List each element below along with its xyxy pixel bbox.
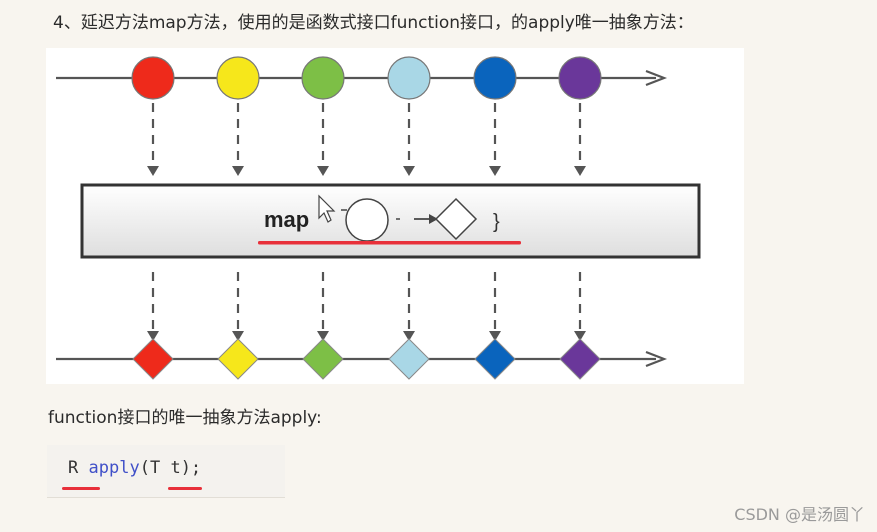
operator-closing-brace: } bbox=[493, 211, 500, 233]
map-marble-diagram: map } bbox=[46, 48, 744, 384]
section-heading: 4、延迟方法map方法，使用的是函数式接口function接口，的apply唯一… bbox=[53, 13, 694, 33]
source-timeline-arrow-icon bbox=[645, 69, 668, 87]
source-marble-circle-icon bbox=[473, 56, 517, 100]
transform-input-circle-icon bbox=[345, 198, 389, 242]
result-marble-diamond-icon bbox=[217, 338, 259, 380]
result-marble-diamond-icon bbox=[132, 338, 174, 380]
source-marble-circle-icon bbox=[558, 56, 602, 100]
output-arrow-icon bbox=[317, 272, 329, 341]
output-arrow-icon bbox=[574, 272, 586, 341]
return-type-underline-annotation bbox=[62, 487, 100, 490]
result-marble-diamond-icon bbox=[474, 338, 516, 380]
code-return-type: R bbox=[68, 458, 79, 478]
source-marble-circle-icon bbox=[387, 56, 431, 100]
operator-underline-annotation bbox=[258, 241, 521, 245]
result-marble-diamond-icon bbox=[559, 338, 601, 380]
output-arrows bbox=[147, 272, 586, 341]
source-marble-circle-icon bbox=[131, 56, 175, 100]
operator-box bbox=[80, 183, 701, 259]
source-marble-circle-icon bbox=[216, 56, 260, 100]
result-marble-diamond-icon bbox=[388, 338, 430, 380]
result-timeline-arrow-icon bbox=[645, 350, 668, 368]
code-param-name: t bbox=[170, 458, 181, 478]
input-arrow-icon bbox=[232, 103, 244, 176]
code-line: R apply(T t); bbox=[68, 456, 201, 480]
transform-arrow-head-icon bbox=[429, 214, 438, 224]
param-type-underline-annotation bbox=[168, 487, 202, 490]
operator-label: map bbox=[264, 207, 309, 232]
mouse-cursor-icon bbox=[318, 194, 336, 223]
output-arrow-icon bbox=[147, 272, 159, 341]
apply-method-caption: function接口的唯一抽象方法apply: bbox=[48, 408, 322, 428]
code-open-paren: ( bbox=[139, 458, 150, 478]
code-method-name: apply bbox=[88, 458, 140, 478]
source-marble-circle-icon bbox=[301, 56, 345, 100]
input-arrow-icon bbox=[489, 103, 501, 176]
input-arrows bbox=[147, 103, 586, 176]
source-marbles bbox=[131, 56, 602, 100]
input-arrow-icon bbox=[574, 103, 586, 176]
output-arrow-icon bbox=[489, 272, 501, 341]
csdn-watermark: CSDN @是汤圆丫 bbox=[734, 505, 865, 524]
result-marble-diamond-icon bbox=[302, 338, 344, 380]
output-arrow-icon bbox=[232, 272, 244, 341]
input-arrow-icon bbox=[147, 103, 159, 176]
code-close: ); bbox=[180, 458, 202, 478]
diagram-canvas: map } bbox=[56, 56, 701, 380]
code-param-type: T bbox=[149, 458, 161, 478]
output-arrow-icon bbox=[403, 272, 415, 341]
transform-output-diamond-icon bbox=[434, 197, 478, 241]
input-arrow-icon bbox=[317, 103, 329, 176]
result-marbles bbox=[132, 338, 601, 380]
input-arrow-icon bbox=[403, 103, 415, 176]
code-snippet: R apply(T t); bbox=[47, 445, 285, 498]
